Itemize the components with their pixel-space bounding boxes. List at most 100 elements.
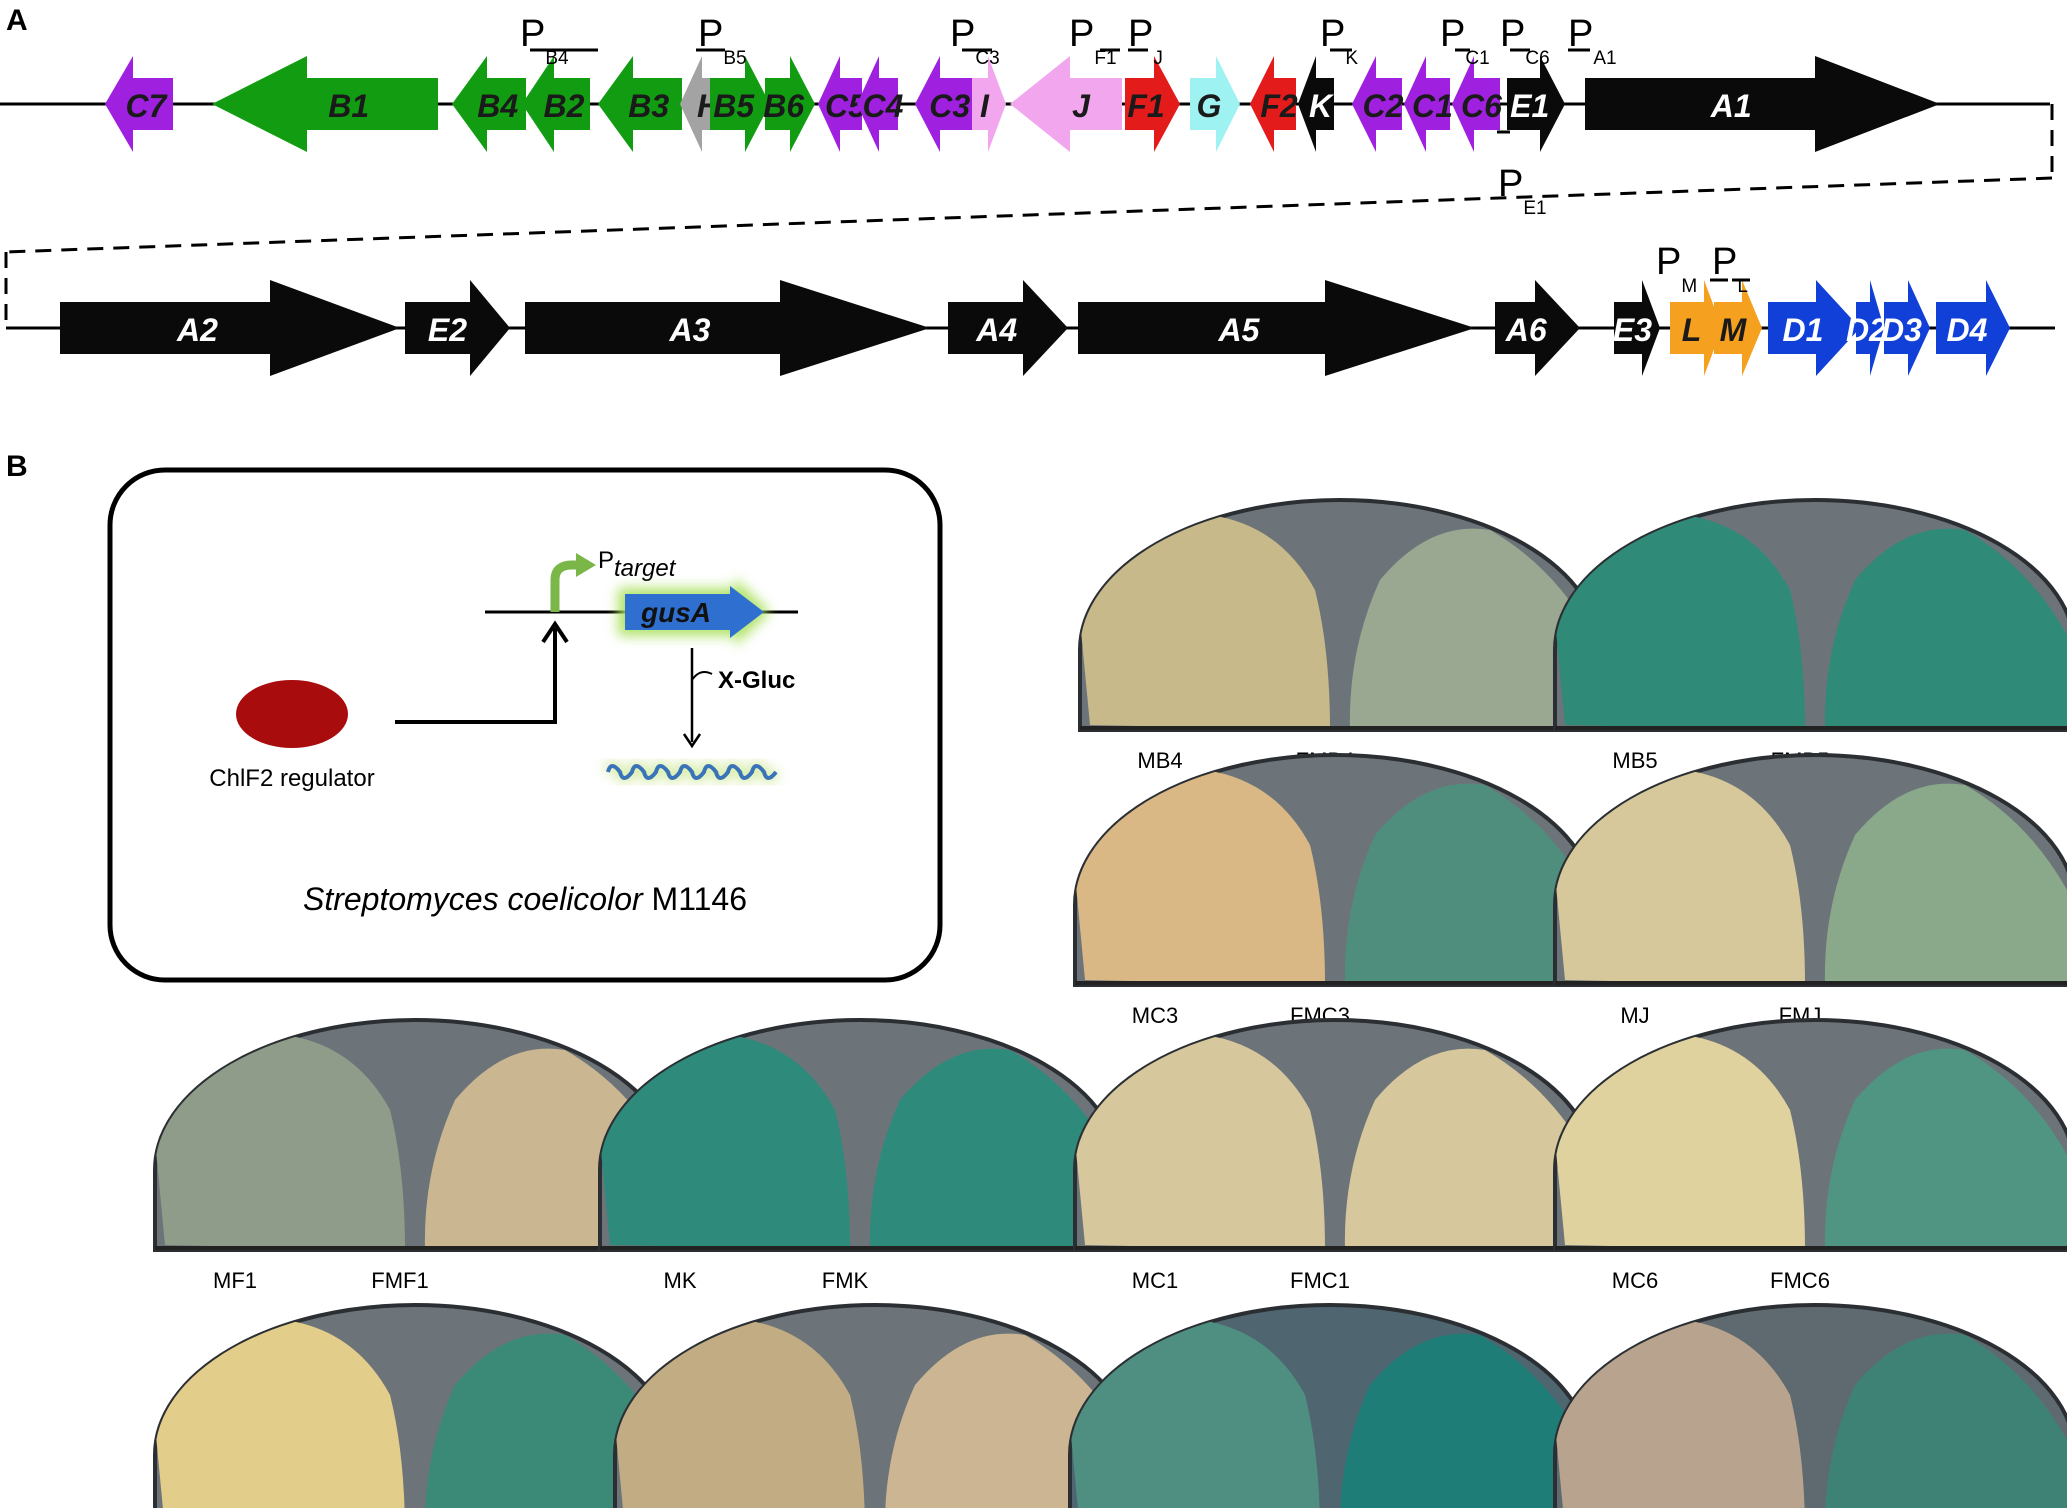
promoter-j-label: PJ — [1128, 13, 1163, 69]
gene-f1-arrow — [1125, 56, 1180, 152]
gene-a2-arrow — [60, 280, 400, 376]
gene-c2-label: C2 — [1363, 88, 1404, 124]
gene-c3-label: C3 — [929, 88, 970, 124]
gene-f1-label: F1 — [1127, 88, 1164, 124]
culture-regulator — [1824, 528, 2067, 730]
culture-wild-type — [1070, 1320, 1320, 1508]
gene-b6-label: B6 — [763, 88, 804, 124]
promoter-b5-label: PB5 — [698, 13, 747, 69]
gene-g-arrow — [1190, 56, 1240, 152]
culture-wild-type — [1075, 1035, 1325, 1250]
promoter-b4-label: PB4 — [520, 13, 569, 69]
culture-regulator — [1344, 783, 1595, 985]
gene-i-label: I — [980, 88, 990, 124]
reporter-schematic: Ptarget gusA X-Gluc ChlF2 regulator Stre… — [107, 467, 943, 983]
gene-a1-label: A1 — [1710, 88, 1752, 124]
gene-b4-arrow — [452, 56, 526, 152]
plate-label-left: MB5 — [1612, 748, 1657, 773]
regulator-oval — [236, 680, 348, 748]
gene-c1-arrow — [1404, 56, 1450, 152]
substrate-curve — [691, 671, 713, 681]
promoter-k-label: PK — [1320, 13, 1358, 69]
panel-label-b: B — [6, 450, 28, 483]
culture-wild-type — [1555, 1320, 1805, 1508]
gene-b2-arrow — [522, 56, 590, 152]
gene-b5-arrow — [710, 56, 770, 152]
gene-a5-arrow — [1078, 280, 1475, 376]
gene-c2-arrow — [1352, 56, 1402, 152]
gene-k-label: K — [1309, 88, 1335, 124]
plate-mm: MMFMM — [1553, 1303, 2067, 1508]
reaction-arrowhead-icon — [682, 733, 702, 749]
gene-d3-arrow — [1884, 280, 1930, 376]
promoter-c6-label: PC6 — [1500, 13, 1550, 69]
gene-d4-label: D4 — [1947, 312, 1988, 348]
regulator-label: ChlF2 regulator — [209, 765, 374, 792]
plate-mb5: MB5FMB5 — [1553, 498, 2067, 773]
culture-wild-type — [600, 1035, 850, 1250]
promoter-l-label: PL — [1712, 241, 1748, 297]
gene-e2-label: E2 — [428, 312, 467, 348]
culture-regulator — [1344, 1048, 1595, 1250]
promoter-c1-label: PC1 — [1440, 13, 1490, 69]
gene-c4-label: C4 — [863, 88, 904, 124]
gene-a3-label: A3 — [669, 312, 711, 348]
gene-l-arrow — [1670, 280, 1722, 376]
gene-e2-arrow — [405, 280, 510, 376]
gene-d2-label: D2 — [1846, 312, 1887, 348]
gene-d2-arrow — [1856, 280, 1884, 376]
gusa-label: gusA — [640, 597, 711, 628]
plate-mc1: MC1 FMC1 — [1073, 1018, 1597, 1293]
culture-regulator — [869, 1048, 1120, 1250]
gene-j-arrow — [1010, 56, 1122, 152]
gene-a4-arrow — [948, 280, 1068, 376]
plate-label-left: MC1 — [1132, 1268, 1178, 1293]
culture-wild-type — [1555, 515, 1805, 730]
gene-c6-label: C6 — [1461, 88, 1502, 124]
plate-label-right: FMK — [822, 1268, 869, 1293]
gene-m-arrow — [1714, 280, 1762, 376]
substrate-label: X-Gluc — [718, 667, 795, 694]
panel-label-a: A — [6, 4, 28, 37]
gene-a6-label: A6 — [1505, 312, 1547, 348]
activation-arrow — [395, 628, 557, 724]
plate-label-left: MC3 — [1132, 1003, 1178, 1028]
activation-arrowhead-icon — [541, 620, 569, 644]
culture-regulator — [1824, 1048, 2067, 1250]
gene-b5-label: B5 — [713, 88, 755, 124]
culture-wild-type — [155, 1035, 405, 1250]
promoter-target-label: Ptarget — [598, 547, 677, 582]
gene-g-label: G — [1197, 88, 1222, 124]
plate-ma1: MA1FMA1 — [613, 1303, 1137, 1508]
plate-label-right: FMC6 — [1770, 1268, 1830, 1293]
gene-b4-label: B4 — [477, 88, 518, 124]
gene-d4-arrow — [1936, 280, 2010, 376]
plate-label-left: MC6 — [1612, 1268, 1658, 1293]
gene-c3-arrow — [915, 56, 972, 152]
gene-d1-label: D1 — [1783, 312, 1824, 348]
culture-wild-type — [1075, 770, 1325, 985]
gene-b1-label: B1 — [328, 88, 369, 124]
gene-j-label: J — [1072, 88, 1091, 124]
plate-label-right: FMC1 — [1290, 1268, 1350, 1293]
gene-l-label: L — [1682, 312, 1702, 348]
gene-c7-label: C7 — [126, 88, 169, 124]
gene-b6-arrow — [765, 56, 815, 152]
promoter-c3-label: PC3 — [950, 13, 1000, 69]
culture-wild-type — [1080, 515, 1330, 730]
gene-d1-arrow — [1768, 280, 1860, 376]
plate-ml: MLFML — [1068, 1303, 1592, 1508]
gene-b2-label: B2 — [544, 88, 585, 124]
plate-label-left: MJ — [1620, 1003, 1649, 1028]
gene-k-arrow — [1298, 56, 1334, 152]
gene-c5-arrow — [818, 56, 862, 152]
promoter-arrow-icon — [550, 560, 580, 612]
gene-c6-arrow — [1452, 56, 1500, 152]
plate-me1: ME1FME1 — [153, 1303, 677, 1508]
plate-grid: MB4FMB4MB5FMB5MC3FMC3MJFMJMF1FMF1MKFMKMC… — [153, 498, 2067, 1508]
